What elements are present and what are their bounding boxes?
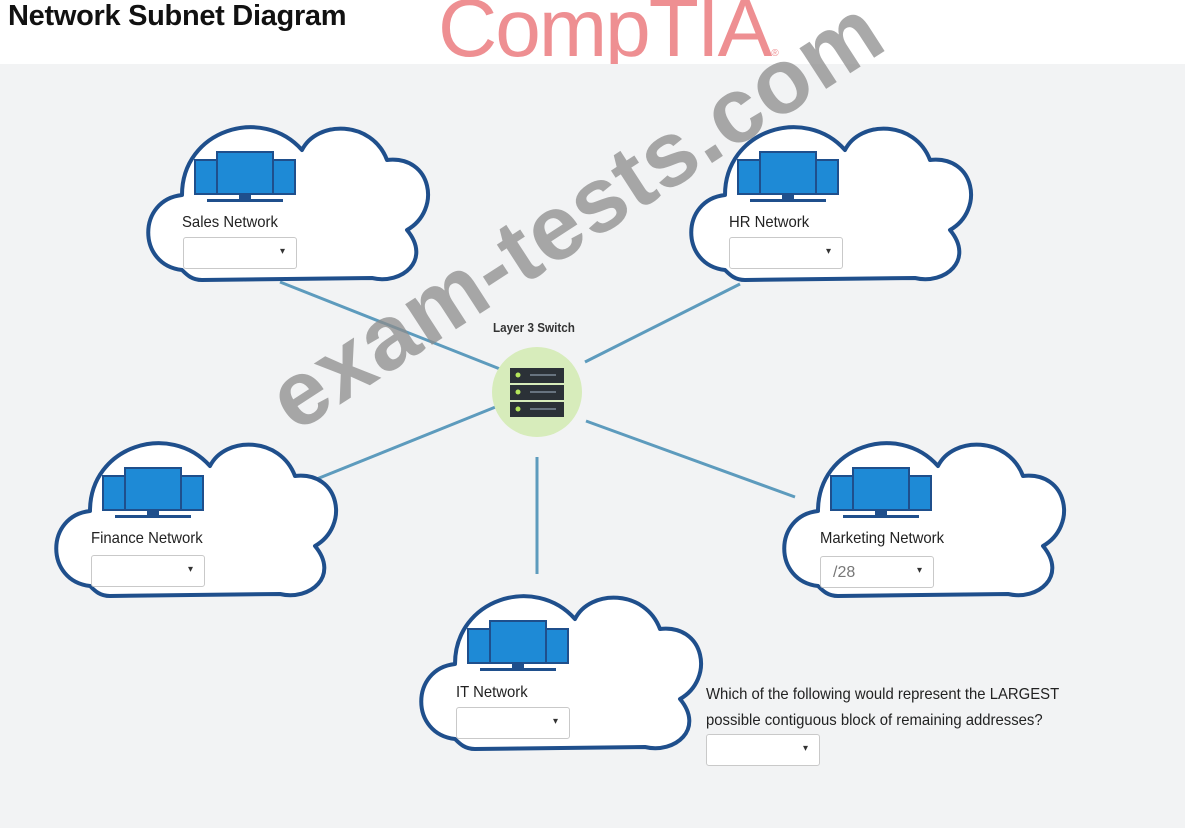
switch-label: Layer 3 Switch	[493, 320, 575, 335]
marketing-subnet-select[interactable]: /28 ▾	[820, 556, 934, 588]
sales-network-label: Sales Network	[182, 214, 278, 231]
computer-monitors-icon	[830, 467, 932, 519]
link-marketing	[585, 419, 796, 499]
computer-monitors-icon	[467, 620, 569, 672]
chevron-down-icon: ▾	[802, 743, 808, 754]
finance-subnet-select[interactable]: ▾	[91, 555, 205, 587]
chevron-down-icon: ▾	[187, 564, 193, 575]
question-text: Which of the following would represent t…	[706, 686, 1059, 729]
it-subnet-select[interactable]: ▾	[456, 707, 570, 739]
network-diagram	[54, 125, 1067, 751]
link-hr	[584, 282, 741, 364]
link-sales	[279, 280, 501, 371]
hr-subnet-select[interactable]: ▾	[729, 237, 843, 269]
finance-network-label: Finance Network	[91, 530, 203, 547]
chevron-down-icon: ▾	[552, 716, 558, 727]
comptia-logo: CompTIA®	[438, 0, 779, 74]
page-title: Network Subnet Diagram	[8, 0, 347, 32]
sales-subnet-select[interactable]: ▾	[183, 237, 297, 269]
server-rack-icon	[510, 368, 564, 417]
computer-monitors-icon	[737, 151, 839, 203]
largest-block-select[interactable]: ▾	[706, 734, 820, 766]
layer3-switch[interactable]	[492, 347, 582, 437]
computer-monitors-icon	[194, 151, 296, 203]
hr-network-label: HR Network	[729, 214, 810, 231]
chevron-down-icon: ▾	[916, 565, 922, 576]
marketing-subnet-value: /28	[833, 564, 856, 581]
chevron-down-icon: ▾	[279, 246, 285, 257]
it-network-label: IT Network	[456, 684, 528, 701]
chevron-down-icon: ▾	[825, 246, 831, 257]
computer-monitors-icon	[102, 467, 204, 519]
marketing-network-label: Marketing Network	[820, 530, 945, 547]
